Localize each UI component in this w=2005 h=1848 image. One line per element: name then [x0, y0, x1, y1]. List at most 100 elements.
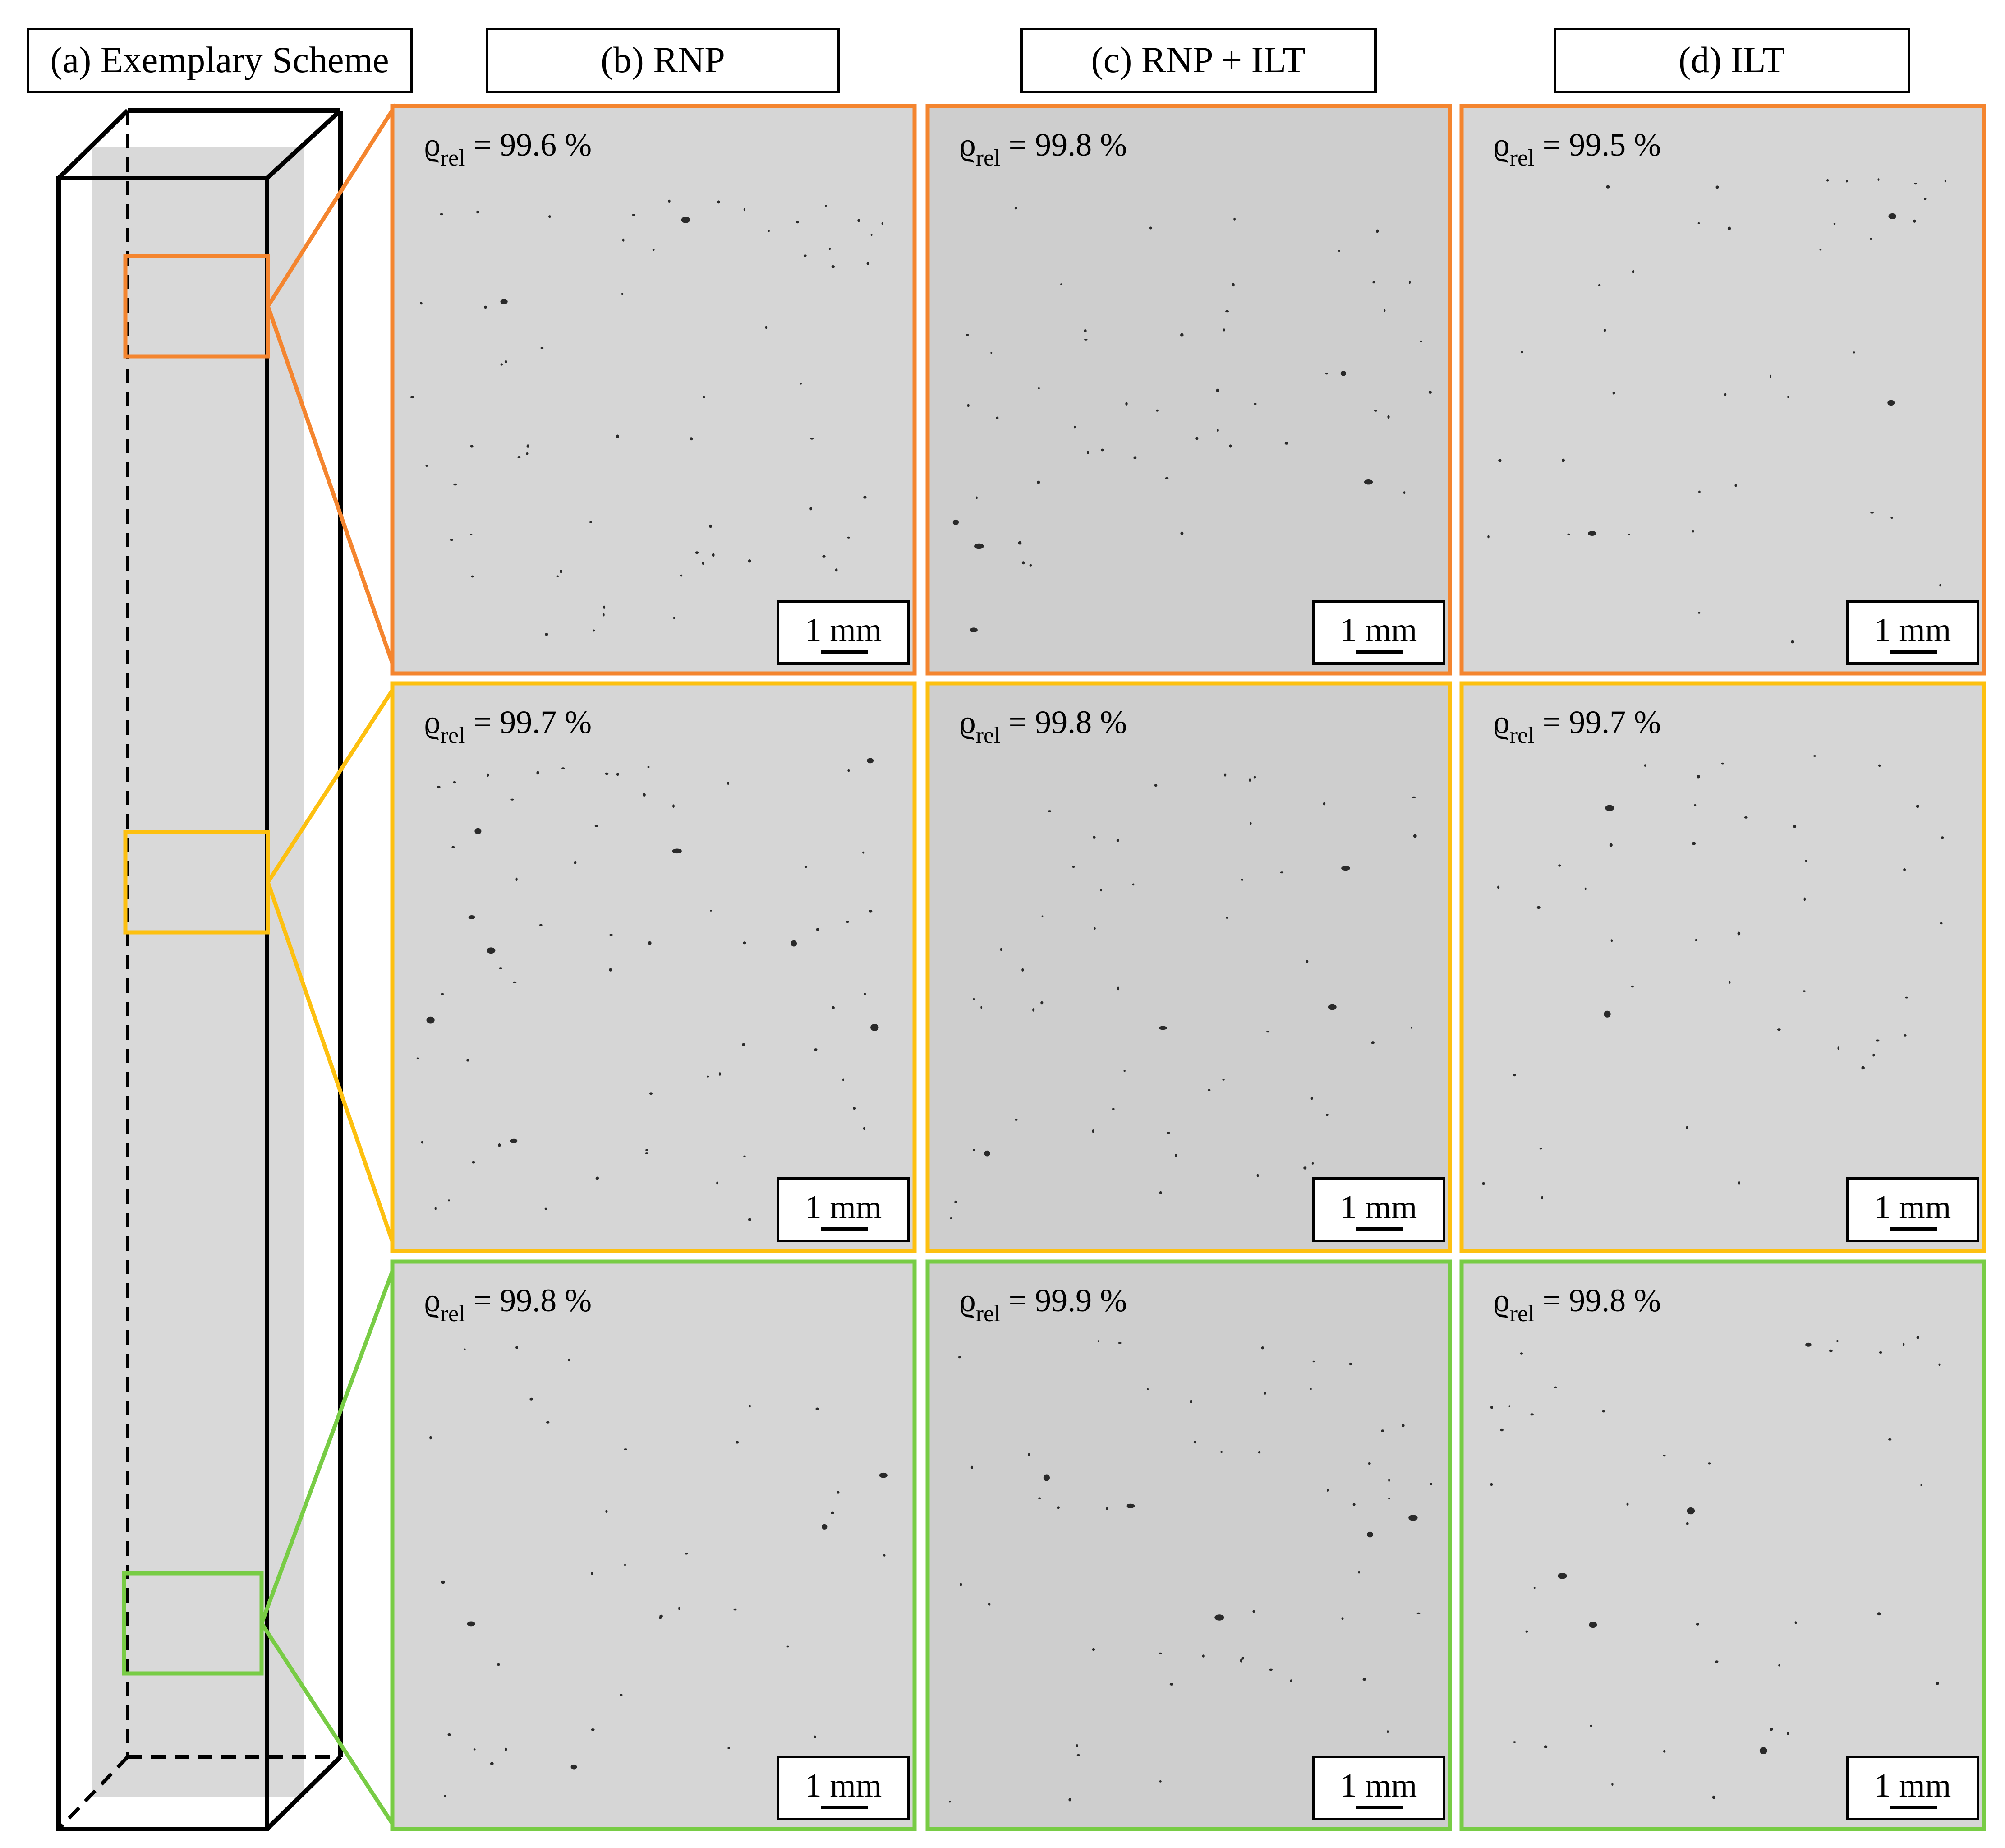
panel-border — [390, 1259, 917, 1831]
density-equals: = — [1534, 704, 1569, 740]
scale-bar-label: 1 mm — [1874, 1767, 1951, 1804]
micrograph-image — [392, 683, 915, 1251]
density-value: 99.8 — [1569, 1282, 1626, 1318]
density-equals: = — [465, 127, 500, 163]
specimen-scheme — [56, 108, 343, 1831]
density-symbol: ϱ — [424, 127, 441, 163]
panel-border — [390, 681, 917, 1253]
zoom-connector-bottom — [259, 1261, 398, 1830]
density-subscript: rel — [1510, 145, 1535, 171]
density-symbol: ϱ — [959, 127, 976, 163]
zoom-connector-top — [266, 103, 398, 674]
panel-bottom-rnp: ϱrel = 99.8 % 1 mm — [390, 1259, 917, 1831]
scale-bar: 1 mm — [777, 1177, 910, 1242]
pore-specks — [950, 773, 1422, 1224]
density-equals: = — [465, 704, 500, 740]
micrograph-image — [1462, 683, 1984, 1251]
density-equals: = — [1000, 127, 1035, 163]
density-equals: = — [1000, 704, 1035, 740]
density-subscript: rel — [441, 723, 465, 748]
micrograph-image — [1462, 106, 1984, 673]
density-symbol: ϱ — [959, 1282, 976, 1318]
header-rnp-label: (b) RNP — [601, 39, 725, 80]
density-symbol: ϱ — [424, 704, 441, 740]
density-subscript: rel — [1510, 1301, 1535, 1327]
density-symbol: ϱ — [1493, 1282, 1510, 1318]
panel-border — [925, 104, 1452, 676]
scale-bar: 1 mm — [777, 600, 910, 665]
scale-bar: 1 mm — [1846, 1177, 1979, 1242]
density-symbol: ϱ — [1493, 127, 1510, 163]
density-label: ϱrel = 99.8 % — [424, 1282, 592, 1327]
scale-bar: 1 mm — [1312, 1756, 1445, 1820]
scale-bar-label: 1 mm — [805, 1767, 882, 1804]
density-symbol: ϱ — [424, 1282, 441, 1318]
pore-specks — [1482, 755, 1944, 1200]
pore-specks — [410, 199, 883, 641]
header-rnp: (b) RNP — [486, 28, 840, 93]
panel-bottom-rnp-ilt: ϱrel = 99.9 %1 mm — [925, 1259, 1452, 1831]
header-scheme: (a) Exemplary Scheme — [27, 28, 413, 93]
scale-bar: 1 mm — [1846, 600, 1979, 665]
zoom-connector-middle — [266, 683, 398, 1253]
scale-bar: 1 mm — [777, 1756, 910, 1820]
scale-bar-label: 1 mm — [1340, 1767, 1417, 1804]
panel-middle-ilt: ϱrel = 99.7 %1 mm — [1459, 681, 1986, 1253]
density-label: ϱrel = 99.7 % — [424, 704, 592, 748]
panel-border — [1459, 104, 1986, 676]
pore-specks — [416, 758, 879, 1221]
pore-specks — [949, 1340, 1432, 1803]
density-label: ϱrel = 99.6 % — [424, 127, 592, 171]
density-equals: = — [1534, 1282, 1569, 1318]
micrograph-image — [928, 1262, 1450, 1829]
panel-top-ilt: ϱrel = 99.5 % 1 mm — [1459, 104, 1986, 676]
header-rnp-ilt-label: (c) RNP + ILT — [1091, 39, 1305, 80]
density-value: 99.9 — [1035, 1282, 1092, 1318]
density-unit: % — [1626, 704, 1661, 740]
panel-border — [1459, 1259, 1986, 1831]
density-unit: % — [1092, 1282, 1127, 1318]
header-ilt-label: (d) ILT — [1678, 39, 1785, 80]
density-subscript: rel — [441, 1301, 465, 1327]
scale-bar-label: 1 mm — [1340, 1189, 1417, 1226]
density-label: ϱrel = 99.8 % — [959, 704, 1127, 748]
specimen-visible-edges — [56, 108, 343, 1831]
density-unit: % — [1626, 127, 1661, 163]
density-value: 99.8 — [1035, 704, 1092, 740]
density-unit: % — [556, 704, 592, 740]
micrograph-image — [928, 683, 1450, 1251]
scale-bar: 1 mm — [1312, 600, 1445, 665]
scale-bar: 1 mm — [1846, 1756, 1979, 1820]
density-symbol: ϱ — [959, 704, 976, 740]
zoom-connectors — [259, 103, 398, 1830]
specimen-section-plane — [92, 147, 304, 1797]
micrograph-image — [392, 1262, 915, 1829]
micrograph-image — [392, 106, 915, 673]
pore-specks — [952, 207, 1432, 632]
density-unit: % — [556, 127, 592, 163]
panel-middle-rnp-ilt: ϱrel = 99.8 % 1 mm — [925, 681, 1452, 1253]
scale-bar-label: 1 mm — [1340, 612, 1417, 649]
density-value: 99.7 — [500, 704, 556, 740]
panel-border — [390, 104, 917, 676]
micrograph-image — [1462, 1262, 1984, 1829]
density-value: 99.8 — [1035, 127, 1092, 163]
density-value: 99.5 — [1569, 127, 1626, 163]
density-equals: = — [1534, 127, 1569, 163]
density-subscript: rel — [1510, 723, 1535, 748]
density-unit: % — [556, 1282, 592, 1318]
pore-specks — [429, 1346, 888, 1798]
density-unit: % — [1626, 1282, 1661, 1318]
scale-bar-label: 1 mm — [1874, 612, 1951, 649]
panel-top-rnp-ilt: ϱrel = 99.8 %1 mm — [925, 104, 1452, 676]
panel-bottom-ilt: ϱrel = 99.8 % 1 mm — [1459, 1259, 1986, 1831]
panel-border — [925, 681, 1452, 1253]
density-subscript: rel — [976, 1301, 1001, 1327]
density-value: 99.7 — [1569, 704, 1626, 740]
header-scheme-label: (a) Exemplary Scheme — [50, 39, 389, 80]
header-ilt: (d) ILT — [1554, 28, 1910, 93]
density-value: 99.8 — [500, 1282, 556, 1318]
density-unit: % — [1092, 127, 1127, 163]
density-label: ϱrel = 99.5 % — [1493, 127, 1661, 171]
